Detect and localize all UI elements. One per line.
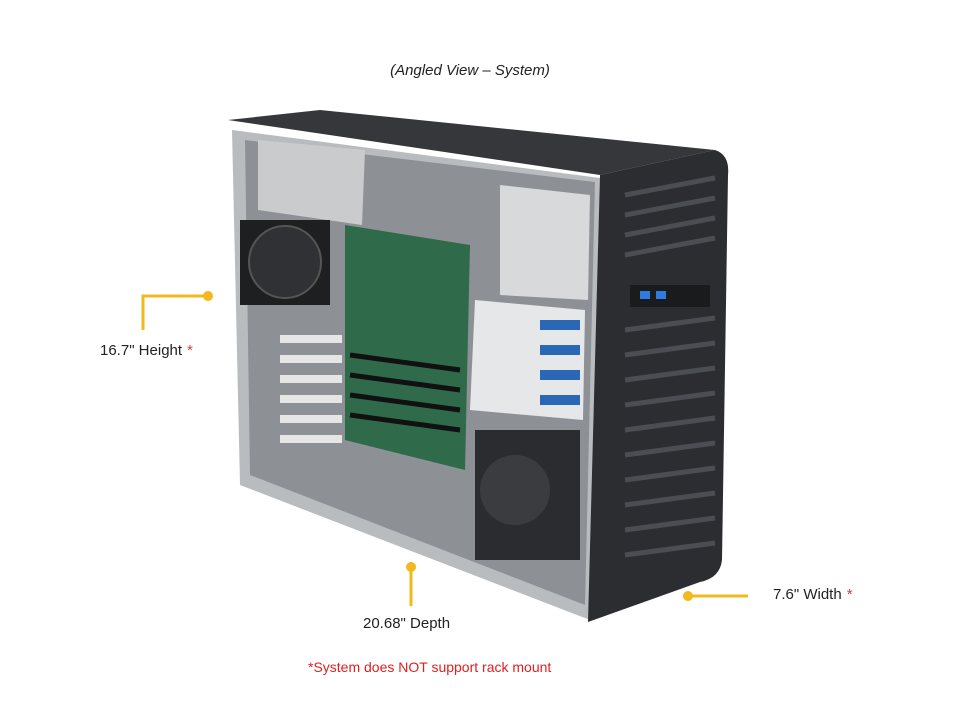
width-asterisk: * (846, 586, 853, 603)
height-label: 16.7" Height* (100, 342, 193, 359)
view-title: (Angled View – System) (390, 62, 550, 79)
width-label: 7.6" Width* (773, 586, 853, 603)
depth-label: 20.68" Depth (363, 615, 451, 632)
height-value: 16.7" Height (100, 342, 183, 359)
rack-mount-note: *System does NOT support rack mount (308, 659, 552, 675)
width-value: 7.6" Width (773, 586, 842, 603)
height-asterisk: * (187, 342, 193, 359)
